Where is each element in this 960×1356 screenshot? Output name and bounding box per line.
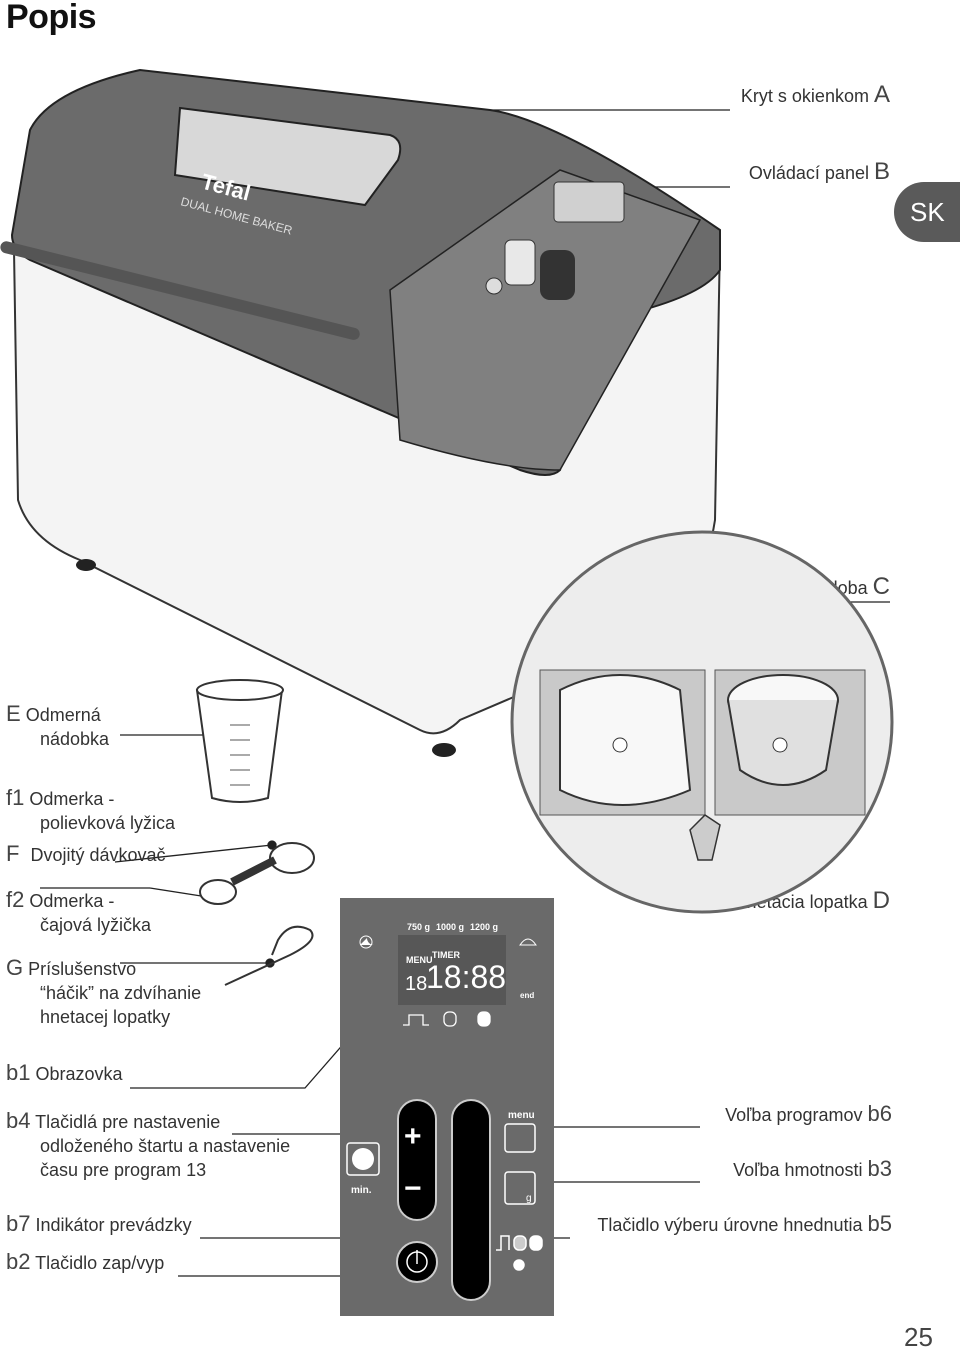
label-teaspoon-line2: čajová lyžička <box>40 915 152 935</box>
menu-label: MENU <box>406 955 433 965</box>
label-operation-indicator-code: b7 <box>6 1211 31 1236</box>
label-timer-buttons-line1: Tlačidlá pre nastavenie <box>35 1112 221 1132</box>
label-lid-text: Kryt s okienkom <box>740 86 869 106</box>
label-screen-line1: Obrazovka <box>35 1064 123 1084</box>
label-measuring-cup-line1: Odmerná <box>25 705 101 725</box>
label-tablespoon-code: f1 <box>6 785 25 810</box>
min-label: min. <box>351 1185 372 1196</box>
operation-indicator-bar <box>451 1099 491 1301</box>
label-tablespoon: f1 Odmerka - polievková lyžica <box>6 786 175 835</box>
label-control-panel-text: Ovládací panel <box>748 163 869 183</box>
program-digits: 18 <box>405 973 427 995</box>
label-power-button-code: b2 <box>6 1249 31 1274</box>
label-double-spoon-code: F <box>6 841 20 866</box>
weight-1200: 1200 g <box>470 922 498 932</box>
bread-machine-drawing: Tefal DUAL HOME BAKER <box>0 68 722 757</box>
label-power-button: b2 Tlačidlo zap/vyp <box>6 1250 164 1275</box>
hook-drawing <box>224 925 314 986</box>
label-tablespoon-line2: polievková lyžica <box>40 813 176 833</box>
label-measuring-cup-code: E <box>6 701 21 726</box>
crust-button[interactable] <box>496 1235 543 1271</box>
label-crust-select: Tlačidlo výberu úrovne hnednutia b5 <box>597 1212 892 1237</box>
label-screen-code: b1 <box>6 1060 31 1085</box>
label-crust-select-text: Tlačidlo výberu úrovne hnednutia <box>597 1215 863 1235</box>
label-timer-buttons-code: b4 <box>6 1108 31 1133</box>
label-accessory: G Príslušenstvo “háčik” na zdvíhanie hneta… <box>6 956 201 1029</box>
timer-label: TIMER <box>432 950 460 960</box>
label-pan-key: C <box>872 573 890 600</box>
plus-minus-buttons[interactable] <box>397 1099 437 1221</box>
label-lid-key: A <box>873 81 890 108</box>
label-operation-indicator-line1: Indikátor prevádzky <box>35 1215 192 1235</box>
language-tab: SK <box>894 182 960 242</box>
label-timer-buttons-line2: odloženého štartu a nastavenie <box>40 1136 291 1156</box>
time-digits: 18:88 <box>426 959 506 995</box>
plus-button-label: + <box>404 1120 422 1153</box>
label-screen: b1 Obrazovka <box>6 1061 123 1086</box>
label-power-button-line1: Tlačidlo zap/vyp <box>35 1253 165 1273</box>
weight-unit: g <box>526 1193 532 1204</box>
label-teaspoon-code: f2 <box>6 887 25 912</box>
label-measuring-cup-line2: nádobka <box>40 729 110 749</box>
label-program-select: Voľba programov b6 <box>725 1102 892 1127</box>
label-accessory-code: G <box>6 955 24 980</box>
label-control-panel: Ovládací panel B <box>749 160 890 185</box>
label-program-select-text: Voľba programov <box>725 1105 863 1125</box>
label-accessory-line3: hnetacej lopatky <box>40 1007 171 1027</box>
label-crust-select-code: b5 <box>867 1211 892 1236</box>
timer-icon <box>346 1142 380 1176</box>
label-accessory-line2: “háčik” na zdvíhanie <box>40 983 202 1003</box>
label-program-select-code: b6 <box>867 1101 892 1126</box>
label-weight-select-text: Voľba hmotnosti <box>733 1160 863 1180</box>
pan-zoom-circle <box>510 530 894 914</box>
label-weight-select-code: b3 <box>867 1156 892 1181</box>
weight-750: 750 g <box>407 922 430 932</box>
label-timer-buttons-line3: času pre program 13 <box>40 1160 207 1180</box>
page-number: 25 <box>904 1322 933 1352</box>
page-title: Popis <box>6 0 97 36</box>
minus-button-label: − <box>404 1172 422 1205</box>
double-spoon-drawing <box>199 842 315 905</box>
label-double-spoon-line1: Dvojitý dávkovač <box>30 845 166 865</box>
end-label: end <box>520 991 534 1000</box>
menu-button[interactable] <box>504 1123 536 1153</box>
label-timer-buttons: b4 Tlačidlá pre nastavenie odloženého šta… <box>6 1109 290 1182</box>
label-accessory-line1: Príslušenstvo <box>28 959 137 979</box>
weight-button[interactable] <box>504 1171 536 1205</box>
label-control-panel-key: B <box>873 158 890 185</box>
label-measuring-cup: E Odmerná nádobka <box>6 702 109 751</box>
label-lid: Kryt s okienkom A <box>741 83 890 108</box>
label-paddle-key: D <box>872 887 890 914</box>
label-teaspoon: f2 Odmerka - čajová lyžička <box>6 888 151 937</box>
label-teaspoon-line1: Odmerka - <box>29 891 115 911</box>
measuring-cup-drawing <box>195 679 284 803</box>
label-tablespoon-line1: Odmerka - <box>29 789 115 809</box>
weight-1000: 1000 g <box>436 922 464 932</box>
label-double-spoon: F Dvojitý dávkovač <box>6 842 166 867</box>
label-weight-select: Voľba hmotnosti b3 <box>733 1157 892 1182</box>
menu-button-label: menu <box>508 1110 535 1121</box>
label-operation-indicator: b7 Indikátor prevádzky <box>6 1212 192 1237</box>
